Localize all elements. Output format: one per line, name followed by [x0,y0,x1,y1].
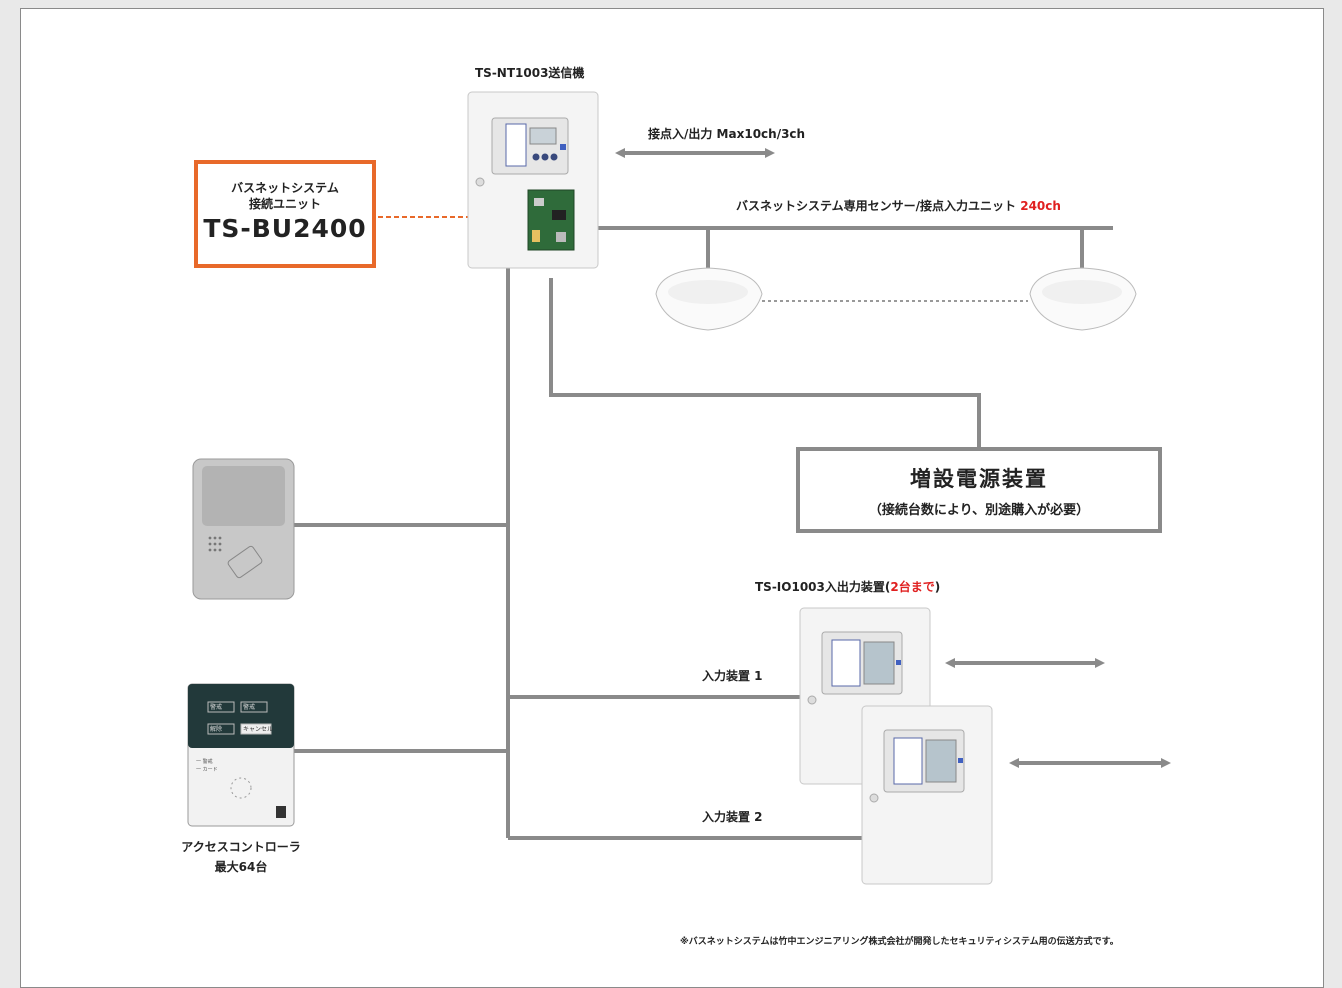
ctrl-btn-2: 警戒 [243,704,256,711]
card-reader-device [192,458,295,600]
transmitter-device [467,91,599,269]
sensor-line-text: バスネットシステム専用センサー/接点入力ユニット [736,199,1017,213]
access-line2: 最大64台 [214,860,268,874]
io-device-2 [861,705,993,885]
sensor-2 [1029,267,1137,331]
power-note: （接続台数により、別途購入が必要） [868,503,1090,518]
ctrl-status-1: 一 警戒 [196,759,213,765]
sensor-1 [655,267,763,331]
io-device-limit: 2台まで [890,580,935,594]
transmitter-title: TS-NT1003送信機 [475,66,585,80]
access-line1: アクセスコントローラ [181,840,301,854]
ctrl-btn-4: キャンセル [243,726,274,733]
bus-unit-line2: 接続ユニット [248,197,321,211]
io-device-name: TS-IO1003入出力装置 [755,580,885,594]
input2-label: 入力装置 2 [702,810,763,824]
bus-unit-box: バスネットシステム 接続ユニット TS-BU2400 [194,160,376,268]
footnote: ※バスネットシステムは竹中エンジニアリング株式会社が開発したセキュリティシステム… [680,937,1119,947]
power-link [549,278,981,447]
ctrl-btn-1: 警戒 [210,704,223,711]
bus-unit-model: TS-BU2400 [203,214,367,243]
access-controller-device [187,683,295,827]
power-title: 増設電源装置 [910,467,1048,491]
input1-label: 入力装置 1 [702,669,763,683]
power-box: 増設電源装置 （接続台数により、別途購入が必要） [796,447,1162,533]
contact-io-label: 接点入/出力 Max10ch/3ch [648,127,806,141]
sensor-line-label: バスネットシステム専用センサー/接点入力ユニット 240ch [736,197,1061,214]
io-device-paren-close: ) [934,580,941,594]
sensor-line-count: 240ch [1020,199,1061,213]
ctrl-btn-3: 解除 [210,726,223,733]
bus-unit-line1: バスネットシステム [231,181,339,195]
io-device-paren-open: ( [884,580,891,594]
io-device-title: TS-IO1003入出力装置(2台まで) [755,578,940,595]
access-controller-label: アクセスコントローラ 最大64台 [175,838,307,875]
ctrl-status-2: 一 カード [196,767,218,773]
